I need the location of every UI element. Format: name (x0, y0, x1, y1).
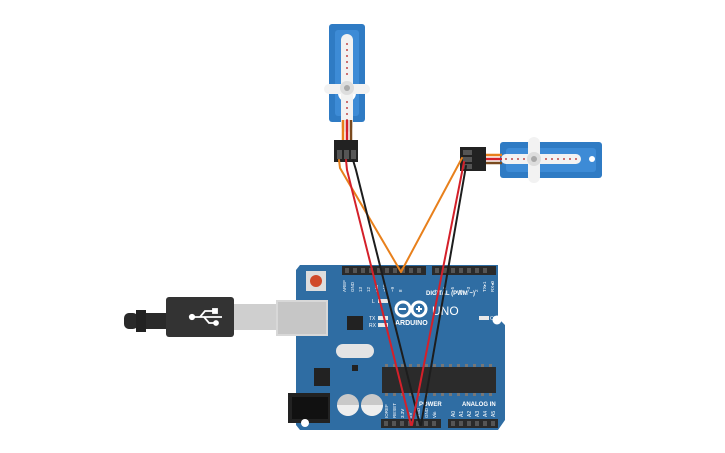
pin-label: ~5 (450, 286, 455, 292)
servo-motor-right[interactable] (460, 137, 602, 183)
crystal (336, 344, 374, 358)
pin-label: 2 (474, 289, 479, 292)
pin-label: ~3 (466, 286, 471, 292)
pin-label: A5 (491, 411, 497, 417)
pin-label: RESET (392, 403, 397, 418)
pin-label: A4 (483, 411, 489, 417)
usb-cable[interactable] (124, 297, 276, 337)
pin-label: ~10 (382, 284, 387, 292)
on-label: ON (490, 316, 498, 322)
analog-header (448, 419, 498, 428)
pin-label: 3.3V (400, 409, 405, 418)
servo-motor-top[interactable] (324, 24, 370, 162)
digital-header-right (432, 266, 496, 275)
pin-label: 7 (434, 289, 439, 292)
model-label: UNO (432, 304, 459, 318)
pin-label: 4 (458, 289, 463, 292)
led-rx (378, 323, 388, 327)
rx-label: RX (369, 323, 377, 329)
pin-label: 13 (358, 286, 363, 292)
digital-header-left (342, 266, 426, 275)
brand-label: ARDUINO (395, 320, 428, 327)
usb-symbol-icon (188, 308, 222, 326)
pin-label: 8 (398, 289, 403, 292)
pin-label: A2 (467, 411, 473, 417)
wire-ground-right (420, 165, 467, 426)
gnd-label: GND (350, 281, 355, 292)
power-label: POWER (419, 402, 442, 408)
tx-label: TX (369, 316, 376, 322)
arduino-board[interactable]: ARDUINO UNO DIGITAL (PWM ~) ANALOG IN PO… (276, 265, 505, 430)
led-l-label: L (372, 299, 375, 305)
usb-plug (234, 304, 276, 330)
aref-label: AREF (342, 280, 347, 292)
pin-label: Vin (432, 411, 437, 418)
pin-label: A1 (459, 411, 465, 417)
pin-label: RX◂0 (490, 280, 495, 292)
pin-label: 5V (408, 412, 413, 418)
led-on (479, 316, 489, 320)
pin-label: IOREF (384, 404, 389, 418)
pin-label: GND (424, 407, 429, 418)
arduino-infinity-logo-icon (394, 300, 428, 318)
wire-ground-top (352, 159, 421, 426)
wires (338, 157, 467, 426)
pin-label: A0 (451, 411, 457, 417)
pin-label: GND (416, 407, 421, 418)
usb-chip (347, 316, 363, 330)
digital-label: DIGITAL (PWM ~) (426, 291, 475, 297)
led-l (378, 299, 388, 303)
led-tx (378, 316, 388, 320)
pin-label: 12 (366, 286, 371, 292)
wire-signal-top (338, 159, 402, 273)
regulator (314, 368, 330, 386)
wire-signal-right (400, 157, 463, 273)
pin-label: TX▸1 (482, 281, 487, 292)
wire-power-top (345, 159, 412, 426)
pin-label: ~9 (390, 286, 395, 292)
wire-power-right (411, 161, 465, 426)
analog-label: ANALOG IN (462, 402, 496, 408)
pin-label: A3 (475, 411, 481, 417)
